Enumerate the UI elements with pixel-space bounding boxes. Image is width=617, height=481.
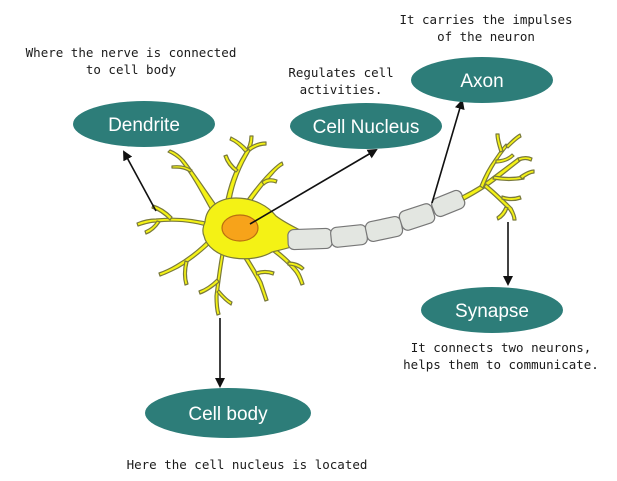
arrow-to-cell-nucleus (249, 148, 378, 225)
caption-dendrite-line-2: to cell body (85, 62, 177, 77)
arrow-to-axon (431, 99, 465, 204)
caption-axon: It carries the impulses of the neuron (380, 11, 592, 45)
caption-synapse: It connects two neurons, helps them to c… (388, 339, 614, 373)
nucleus (221, 214, 259, 242)
pill-cell-nucleus: Cell Nucleus (290, 103, 442, 149)
caption-cell-nucleus: Regulates cell activities. (282, 64, 400, 98)
caption-cell-nucleus-line-2: activities. (299, 82, 383, 97)
arrows (123, 99, 513, 388)
caption-dendrite-line-1: Where the nerve is connected (25, 45, 237, 60)
label-cell-body: Cell body (188, 404, 268, 425)
arrow-to-dendrite (123, 150, 157, 212)
caption-dendrite: Where the nerve is connected to cell bod… (0, 44, 262, 78)
pill-dendrite: Dendrite (73, 101, 215, 147)
label-synapse: Synapse (455, 301, 529, 322)
caption-axon-line-1: It carries the impulses (399, 12, 573, 27)
caption-cell-body: Here the cell nucleus is located (112, 456, 382, 473)
caption-cell-nucleus-line-1: Regulates cell (288, 65, 394, 80)
caption-synapse-line-1: It connects two neurons, (410, 340, 592, 355)
neuron-illustration (136, 133, 535, 316)
pill-synapse: Synapse (421, 287, 563, 333)
pill-axon: Axon (411, 57, 553, 103)
axon-terminal (461, 133, 535, 221)
myelin-sheath (287, 189, 466, 251)
label-cell-nucleus: Cell Nucleus (313, 117, 420, 138)
label-axon: Axon (460, 71, 503, 92)
caption-axon-line-2: of the neuron (437, 29, 535, 44)
caption-cell-body-line-1: Here the cell nucleus is located (126, 457, 368, 472)
caption-synapse-line-2: helps them to communicate. (403, 357, 599, 372)
label-dendrite: Dendrite (108, 115, 180, 136)
pill-cell-body: Cell body (145, 388, 311, 438)
